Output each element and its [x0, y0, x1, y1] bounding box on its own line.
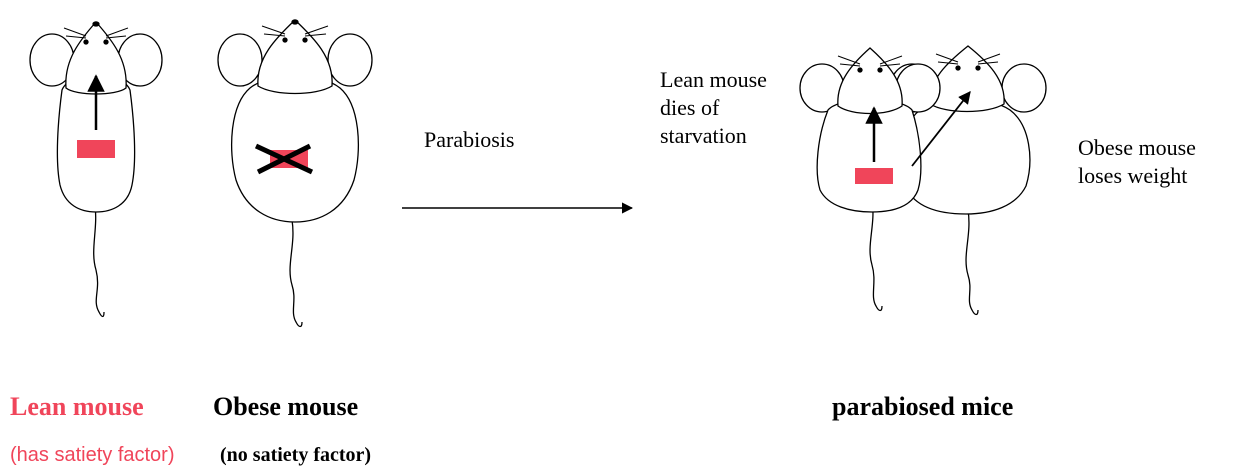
lean-mouse-left-eye [84, 40, 88, 44]
obese-mouse-left-eye [283, 38, 287, 42]
parabiosed-obese-tail [966, 210, 978, 315]
lean-mouse-nose [93, 22, 99, 26]
parabiosed-lean-tail [870, 200, 882, 311]
lean-mouse-title: Lean mouse [10, 392, 144, 422]
lean-satiety-factor-box [77, 140, 115, 158]
obese-mouse-head [258, 20, 332, 94]
obese-mouse-body [232, 76, 359, 222]
parabiosed-lean-body [817, 100, 921, 213]
lean-mouse-right-eye [104, 40, 108, 44]
lean-mouse [30, 22, 162, 317]
obese-mouse-right-ear [328, 34, 372, 86]
parabiosed-mice [800, 46, 1046, 315]
parabiosed-satiety-factor-box [855, 168, 893, 184]
obese-mouse-right-eye [303, 38, 307, 42]
obese-mouse-title: Obese mouse [213, 392, 358, 422]
obese-mouse-subtitle: (no satiety factor) [220, 444, 371, 467]
parabiosed-obese-right-ear [1002, 64, 1046, 112]
parabiosed-mice-title: parabiosed mice [832, 392, 1013, 422]
obese-mouse-nose [292, 20, 298, 24]
obese-mouse [218, 20, 372, 327]
lean-dies-annotation: Lean mouse dies of starvation [660, 66, 767, 150]
lean-mouse-subtitle: (has satiety factor) [10, 444, 175, 467]
obese-loses-annotation: Obese mouse loses weight [1078, 134, 1196, 190]
lean-mouse-tail [94, 205, 104, 317]
parabiosed-lean-head [838, 48, 902, 114]
obese-mouse-tail [290, 220, 302, 327]
parabiosis-label: Parabiosis [424, 126, 514, 154]
obese-mouse-left-ear [218, 34, 262, 86]
